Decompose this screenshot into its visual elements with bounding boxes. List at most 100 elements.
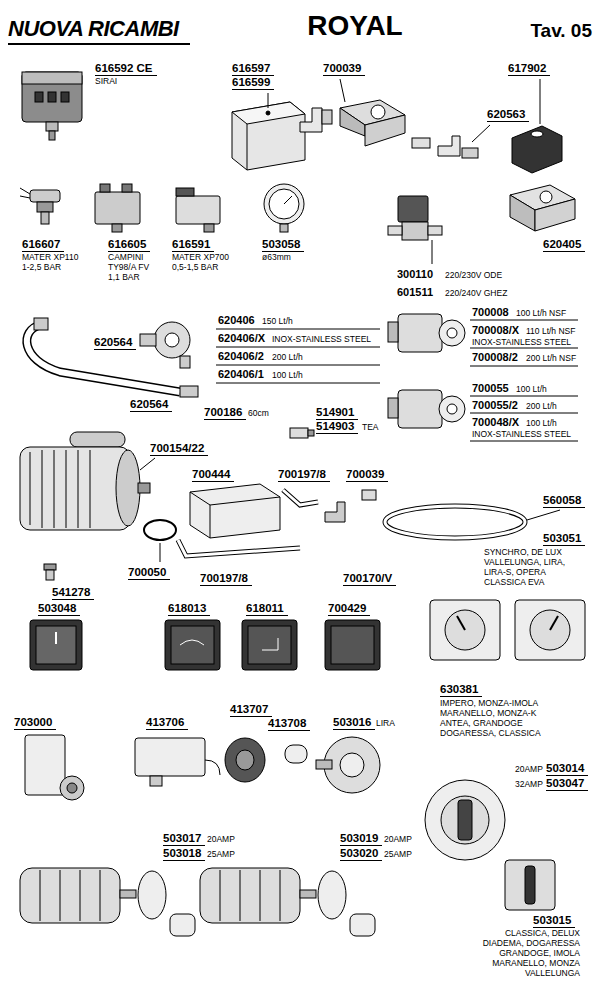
part-drawing [388,322,398,342]
part-drawing [385,506,525,538]
part-drawing [60,776,84,800]
part-drawing [122,184,132,192]
part-drawing [308,430,314,436]
part-drawing [30,620,82,670]
part-number: 616592 CE [95,62,157,76]
part-drawing [176,196,220,224]
part-drawing [135,738,205,776]
part-drawing [180,640,204,645]
part-number: 503017 [163,832,205,846]
part-drawing [447,404,457,414]
part-drawing [112,224,122,232]
part-drawing [470,348,578,349]
part-number: 630381 [440,683,482,697]
part-drawing [95,192,140,224]
part-number: 620564 [130,398,172,412]
part-number: 541278 [52,586,94,600]
part-drawing [236,750,254,770]
part-drawing [100,870,101,921]
part-number: 620406/2 [218,350,264,363]
part-drawing [300,890,316,898]
part-note: TY98/A FV [108,262,149,272]
part-drawing [78,450,79,528]
part-note: LIRA-S, OPERA [484,567,546,577]
part-note: MATER XP700 [172,252,229,262]
part-number: 620405 [543,238,585,252]
part-note: 110 Lt/h NSF [526,326,575,336]
part-number: 601511 [397,286,433,299]
part-drawing [371,105,385,119]
part-note: LIRA [376,718,395,728]
part-drawing [300,108,322,132]
part-drawing [285,745,307,763]
part-drawing [247,124,248,170]
part-number: 413706 [146,716,188,730]
part-drawing [60,870,61,921]
part-drawing [439,396,465,422]
part-drawing [428,226,442,235]
part-drawing [35,92,43,102]
part-drawing [441,796,489,844]
part-number: 620564 [94,336,136,350]
part-drawing [220,870,221,921]
part-drawing [430,600,500,660]
part-number: 620406/X [218,332,265,345]
part-drawing [284,196,292,204]
part-drawing [116,450,140,526]
part-note: 20AMP [207,834,235,844]
part-drawing [216,347,380,348]
part-drawing [216,383,380,384]
part-drawing [210,505,211,538]
part-note: 220/240V GHEZ [445,288,507,298]
part-number: 503048 [38,602,80,616]
part-number: 703000 [14,716,56,730]
part-number: 618013 [168,602,210,616]
part-drawing [70,432,125,447]
part-drawing [362,490,376,500]
part-drawing [41,212,49,224]
part-note: INOX-STAINLESS STEEL [472,429,571,439]
part-note: INOX-STAINLESS STEEL [472,337,571,347]
part-note: 32AMP [515,779,543,789]
part-drawing [412,138,430,148]
part-drawing [20,196,30,198]
part-drawing [165,333,179,347]
part-drawing [138,483,150,493]
part-drawing [470,320,578,321]
part-drawing [325,502,345,522]
part-number: 503014 [546,762,588,776]
part-drawing [55,632,57,644]
part-note: DIADEMA, DOGARESSA [483,938,580,948]
part-number: 413708 [268,717,310,731]
part-number: 700039 [323,62,365,76]
part-note: ø63mm [262,252,291,262]
part-note: GRANDOGE, IMOLA [499,948,580,958]
part-number: 700008 [472,306,509,319]
part-number: 700048/X [472,416,519,429]
part-drawing [170,914,195,936]
part-note: CLASSICA EVA [484,577,544,587]
part-drawing [365,115,405,146]
part-note: 20AMP [384,834,412,844]
part-drawing [525,866,535,904]
part-number: 620406/1 [218,368,264,381]
part-drawing [49,131,55,140]
part-number: 503047 [546,777,588,791]
part-drawing [22,72,82,122]
part-drawing [505,860,555,910]
part-drawing [512,126,562,173]
part-number: 560058 [543,494,585,508]
part-drawing [180,386,198,397]
part-drawing [144,520,176,540]
part-note: MATER XP110 [22,252,78,262]
part-drawing [531,131,543,137]
part-number: 700154/22 [150,442,208,456]
part-number: 700008/2 [472,351,518,364]
part-drawing [165,620,220,670]
part-drawing [225,738,265,782]
part-note: 220/230V ODE [445,270,502,280]
part-number: 700039 [346,468,388,482]
part-drawing [322,110,332,124]
part-note: 1-2,5 BAR [22,262,61,272]
part-number: 700197/8 [278,468,330,482]
